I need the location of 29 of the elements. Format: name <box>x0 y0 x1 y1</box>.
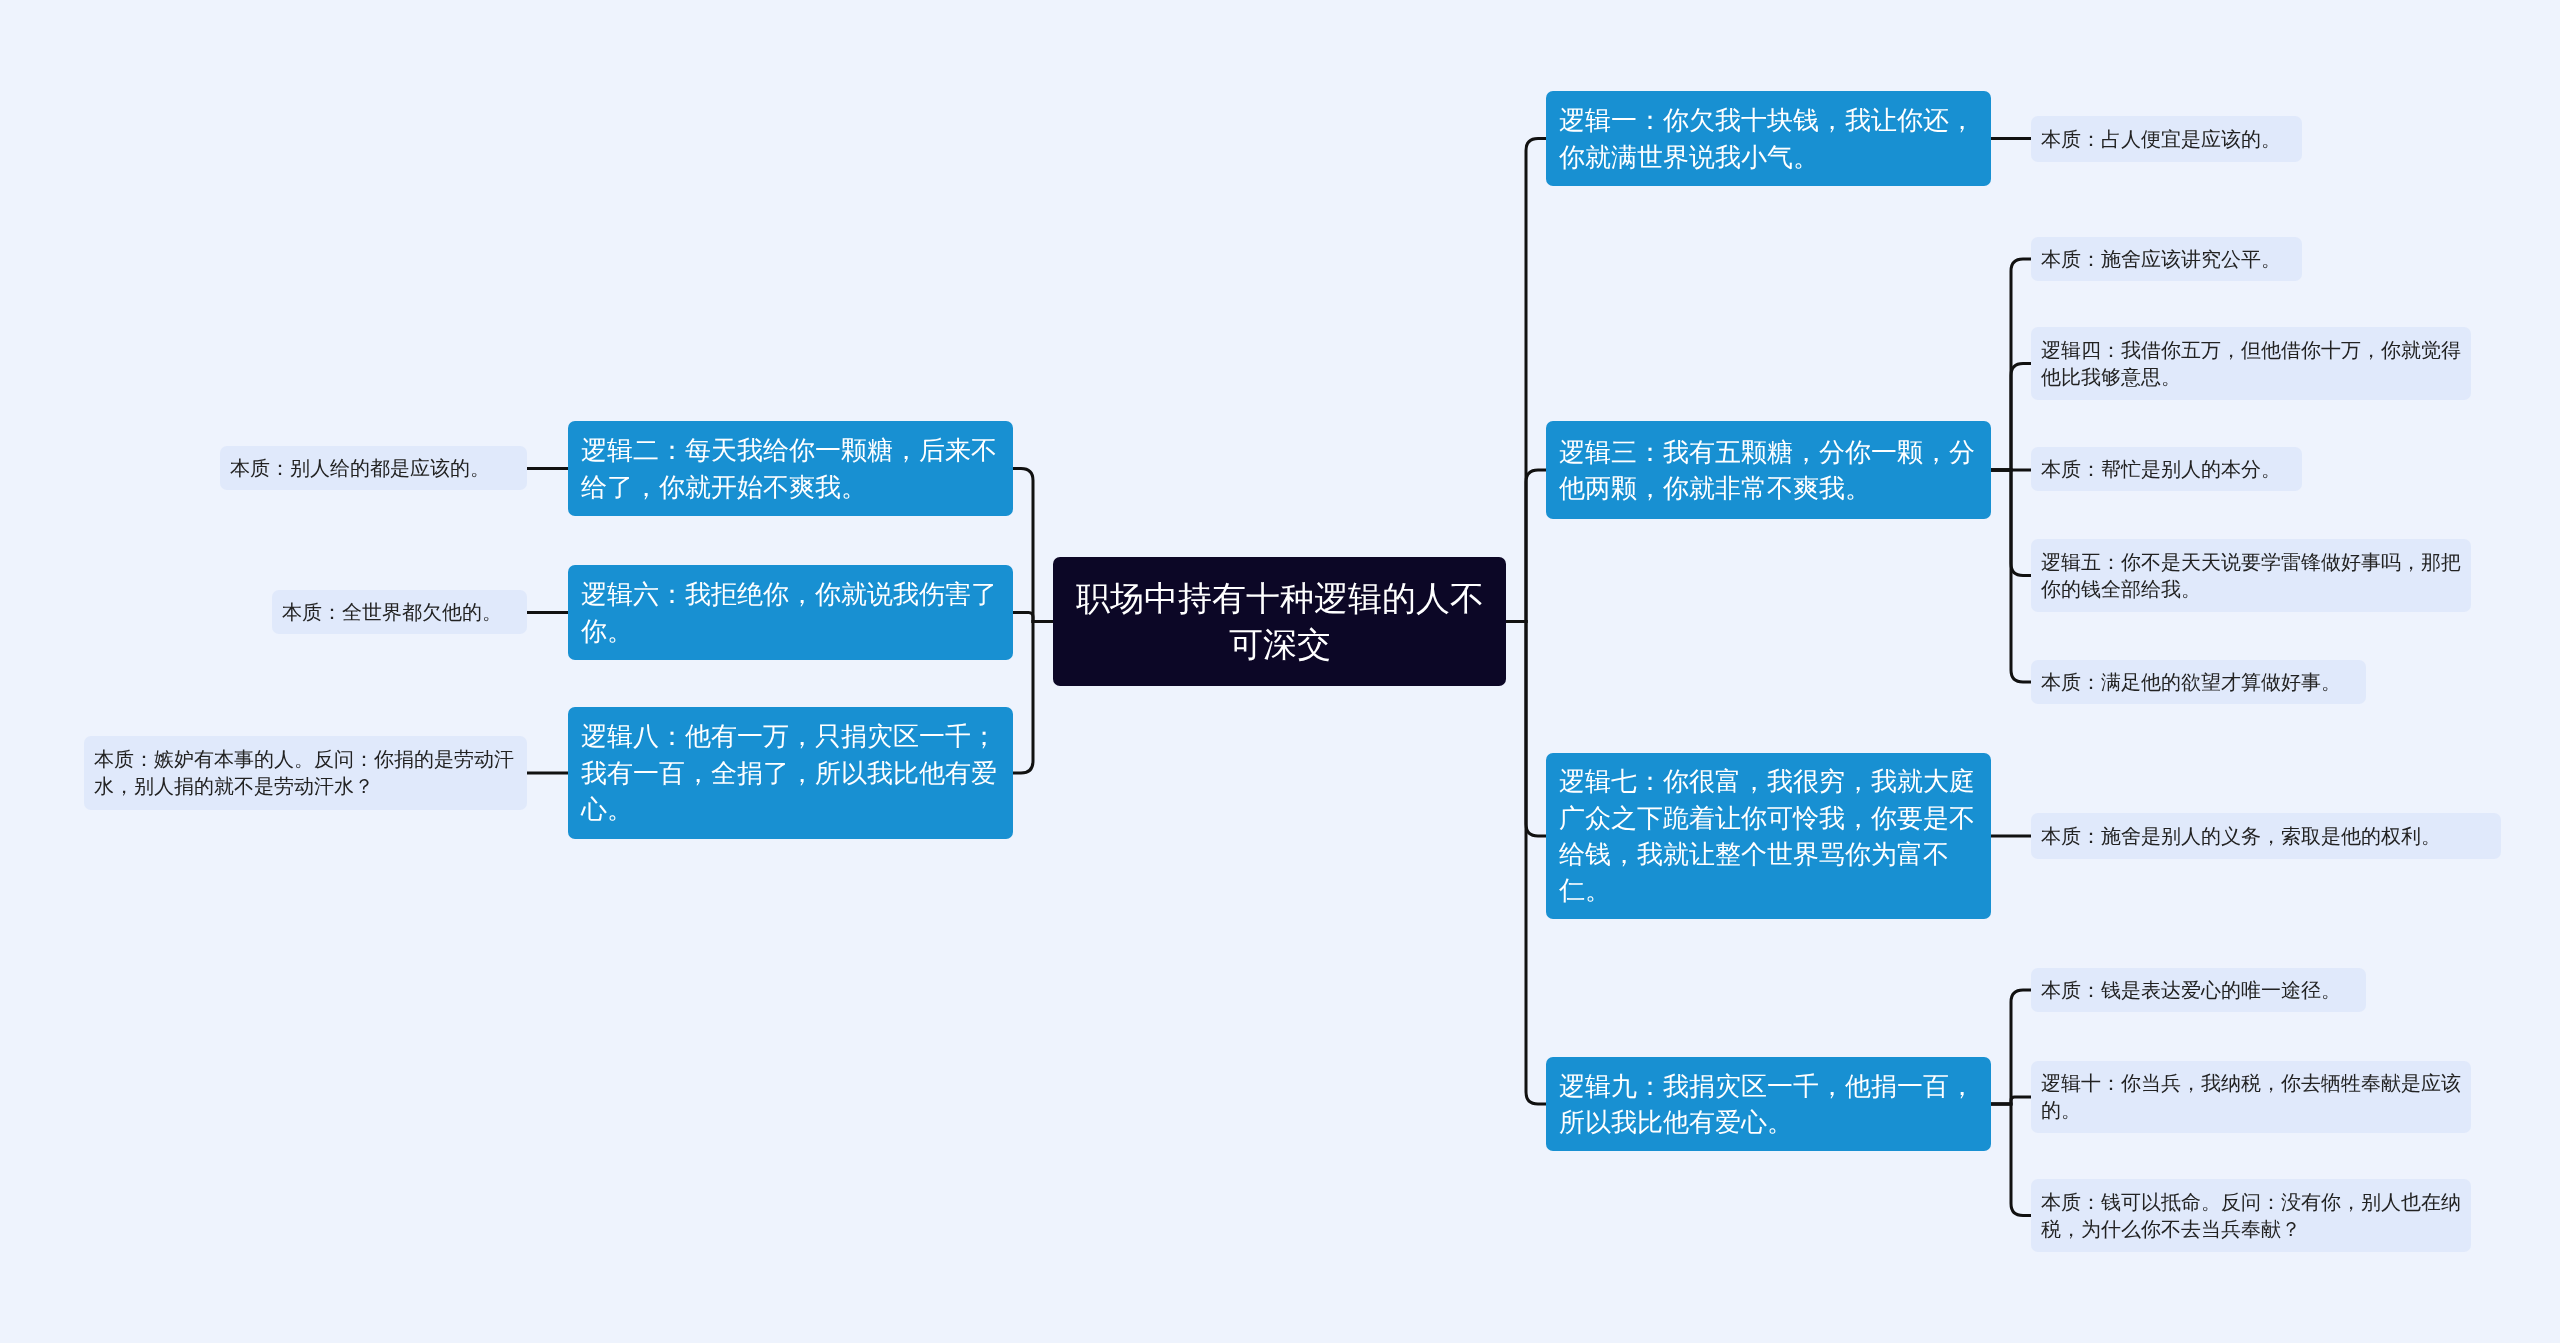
connector-line <box>1506 620 1546 1106</box>
subtopic-box: 本质：别人给的都是应该的。 <box>220 446 527 490</box>
subtopic-box: 本质：满足他的欲望才算做好事。 <box>2031 660 2366 704</box>
topic-box: 逻辑二：每天我给你一颗糖，后来不给了，你就开始不爽我。 <box>568 421 1013 516</box>
connector-line <box>1991 468 2031 684</box>
connector-line <box>527 611 568 614</box>
subtopic-box: 逻辑五：你不是天天说要学雷锋做好事吗，那把你的钱全部给我。 <box>2031 539 2471 612</box>
subtopic-box: 本质：钱可以抵命。反问：没有你，别人也在纳税，为什么你不去当兵奉献？ <box>2031 1179 2471 1252</box>
connector-line <box>1991 1102 2031 1217</box>
topic-box: 逻辑九：我捐灾区一千，他捐一百，所以我比他有爱心。 <box>1546 1057 1991 1151</box>
subtopic-box: 本质：占人便宜是应该的。 <box>2031 116 2302 162</box>
connector-line <box>527 771 568 775</box>
connector-line <box>1991 834 2031 838</box>
subtopic-box: 逻辑四：我借你五万，但他借你十万，你就觉得他比我够意思。 <box>2031 327 2471 400</box>
topic-box: 逻辑一：你欠我十块钱，我让你还，你就满世界说我小气。 <box>1546 91 1991 186</box>
central-topic-box: 职场中持有十种逻辑的人不可深交 <box>1053 557 1506 686</box>
subtopic-box: 本质：嫉妒有本事的人。反问：你捐的是劳动汗水，别人捐的就不是劳动汗水？ <box>84 736 527 810</box>
connector-line <box>527 467 568 470</box>
topic-box: 逻辑八：他有一万，只捐灾区一千；我有一百，全捐了，所以我比他有爱心。 <box>568 707 1013 839</box>
connector-line <box>1991 137 2031 140</box>
subtopic-box: 本质：全世界都欠他的。 <box>272 590 527 634</box>
subtopic-box: 逻辑十：你当兵，我纳税，你去牺牲奉献是应该的。 <box>2031 1061 2471 1133</box>
topic-box: 逻辑六：我拒绝你，你就说我伤害了你。 <box>568 565 1013 660</box>
subtopic-box: 本质：帮忙是别人的本分。 <box>2031 447 2302 491</box>
subtopic-box: 本质：施舍是别人的义务，索取是他的权利。 <box>2031 813 2501 859</box>
subtopic-box: 本质：施舍应该讲究公平。 <box>2031 237 2302 281</box>
topic-box: 逻辑七：你很富，我很穷，我就大庭广众之下跪着让你可怜我，你要是不给钱，我就让整个世界骂你为富不仁。 <box>1546 753 1991 919</box>
subtopic-box: 本质：钱是表达爱心的唯一途径。 <box>2031 968 2366 1012</box>
topic-box: 逻辑三：我有五颗糖，分你一颗，分他两颗，你就非常不爽我。 <box>1546 421 1991 519</box>
